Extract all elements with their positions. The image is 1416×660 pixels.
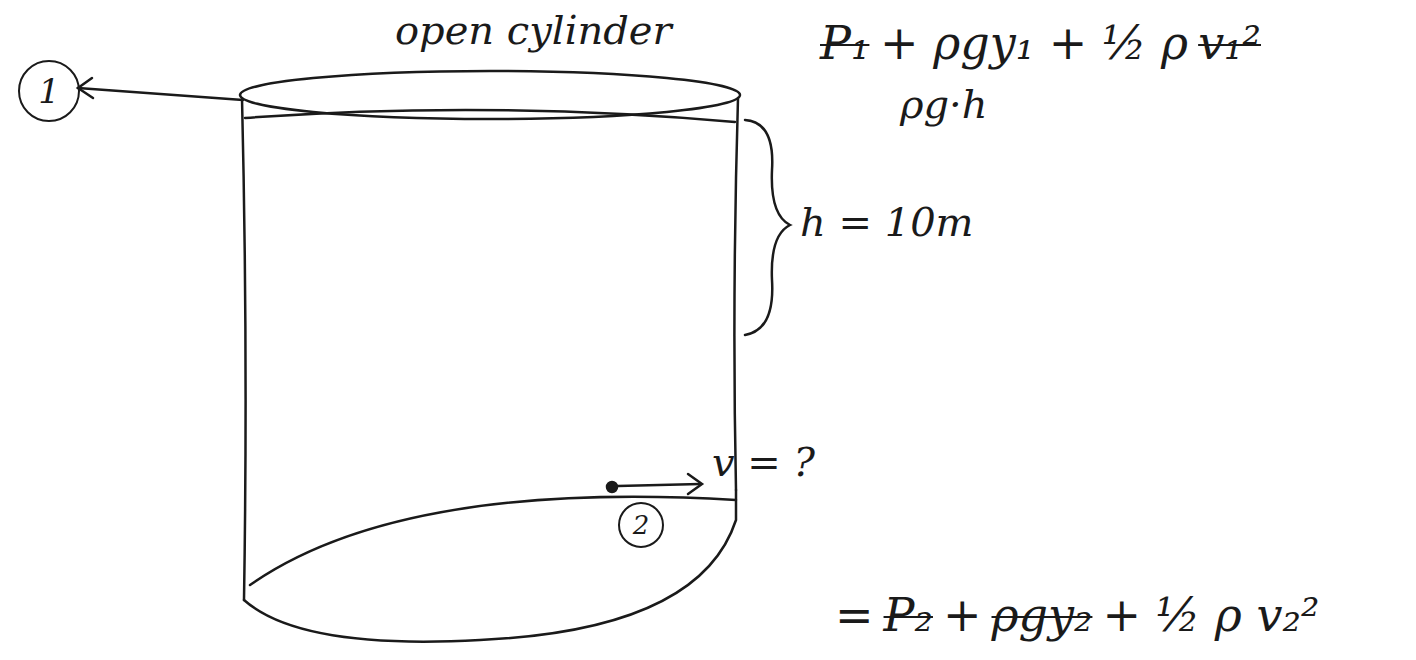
equation-term: P₂ — [884, 590, 933, 641]
equation-term: = — [835, 590, 874, 641]
equation-term: v₁² — [1198, 18, 1261, 69]
cylinder-wall — [242, 98, 246, 600]
circled-number: 2 — [618, 502, 664, 548]
outlet-hole — [607, 482, 617, 492]
cylinder-bottom — [244, 490, 736, 642]
equation-term: ρgy₂ — [992, 590, 1093, 641]
circled-number: 1 — [18, 60, 80, 122]
height-dimension: h = 10m — [800, 200, 974, 244]
cylinder-wall — [734, 98, 738, 490]
leader-arrowhead — [78, 78, 93, 98]
cylinder-bottom — [250, 497, 736, 585]
title-note: open cylinder — [395, 8, 672, 52]
equation-term: + ½ ρ v₂² — [1102, 590, 1319, 641]
velocity-arrowhead — [688, 474, 702, 494]
callout-number: 1 — [38, 74, 60, 108]
water-surface — [245, 110, 735, 122]
equation-term: P₁ — [820, 18, 869, 69]
velocity-arrow — [618, 484, 700, 486]
equation-term: + ρgy₁ + ½ ρ — [880, 18, 1188, 69]
velocity-label: v = ? — [712, 440, 815, 484]
height-brace — [745, 120, 790, 335]
equation-term: + — [943, 590, 982, 641]
leader-line — [78, 88, 243, 100]
cylinder-rim — [240, 71, 740, 119]
callout-number: 2 — [633, 512, 650, 538]
substitution-note: ρg·h — [900, 82, 988, 126]
